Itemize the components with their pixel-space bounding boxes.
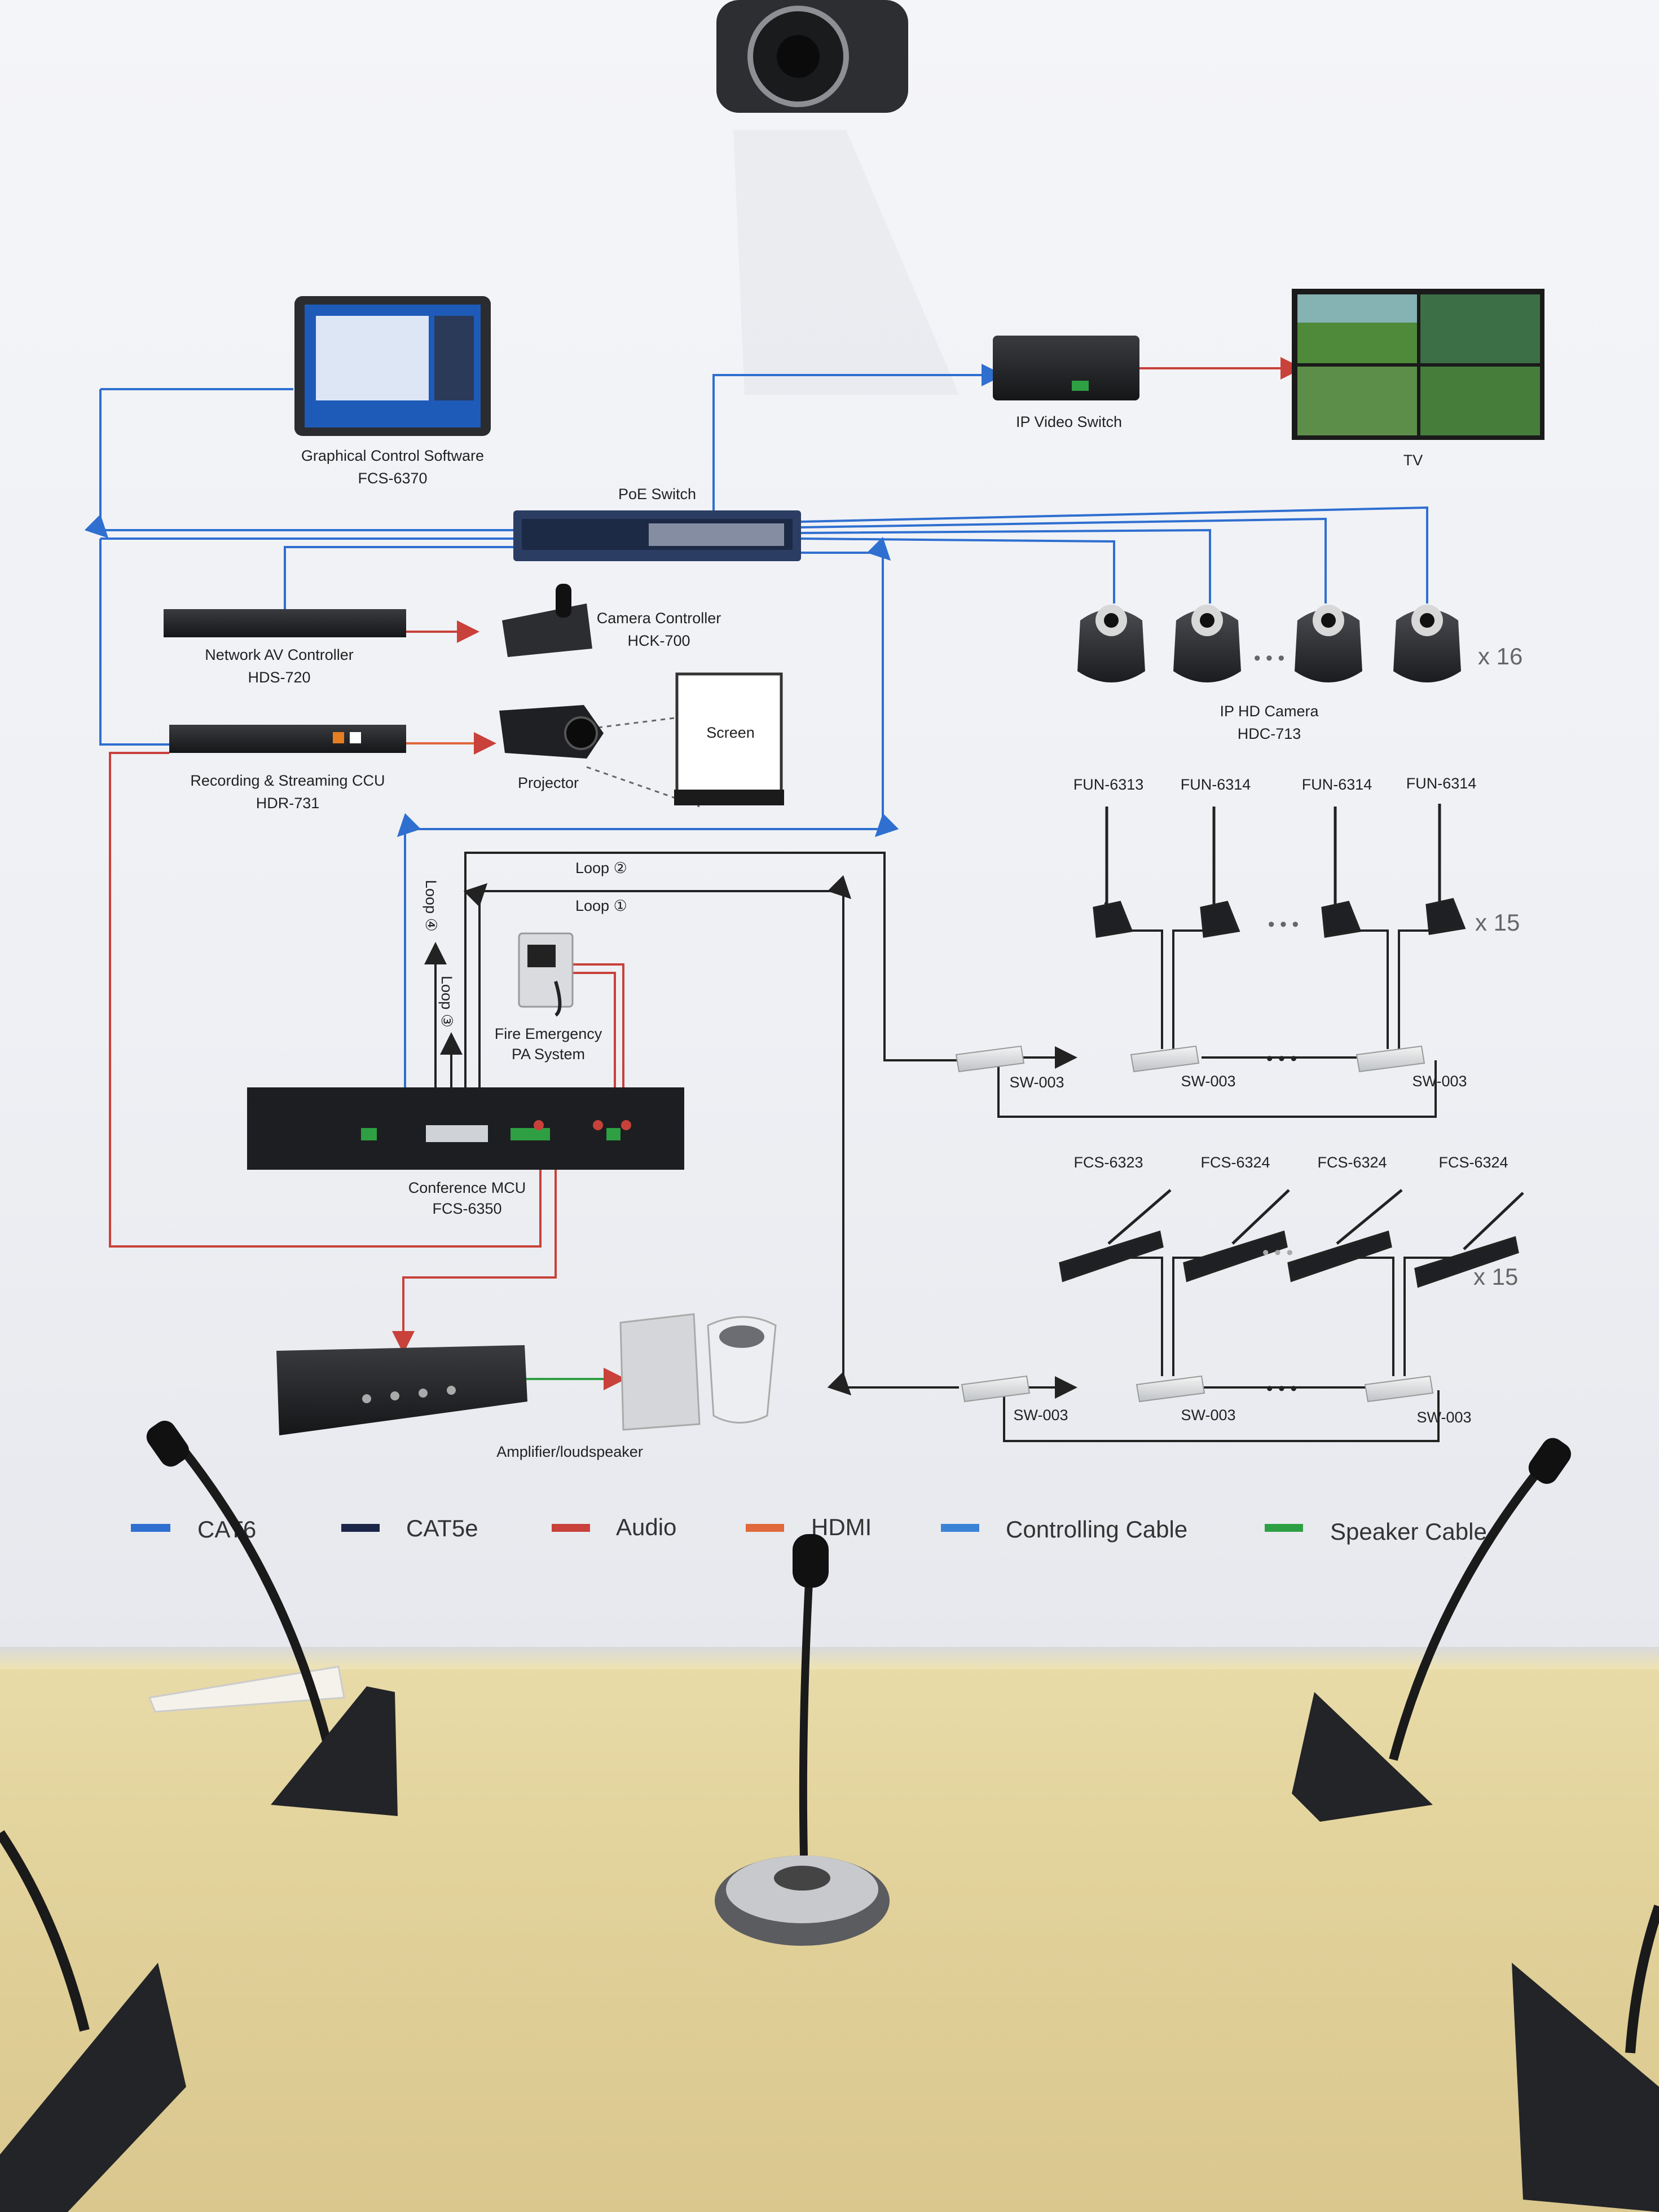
gooseneck-microphone-center [715,1534,890,1946]
gooseneck-microphone-bottom-left [0,1833,186,2212]
gooseneck-microphone-left [142,1416,398,1816]
gooseneck-microphone-bottom-right [1512,1906,1659,2212]
gooseneck-microphone-right [1292,1434,1576,1822]
